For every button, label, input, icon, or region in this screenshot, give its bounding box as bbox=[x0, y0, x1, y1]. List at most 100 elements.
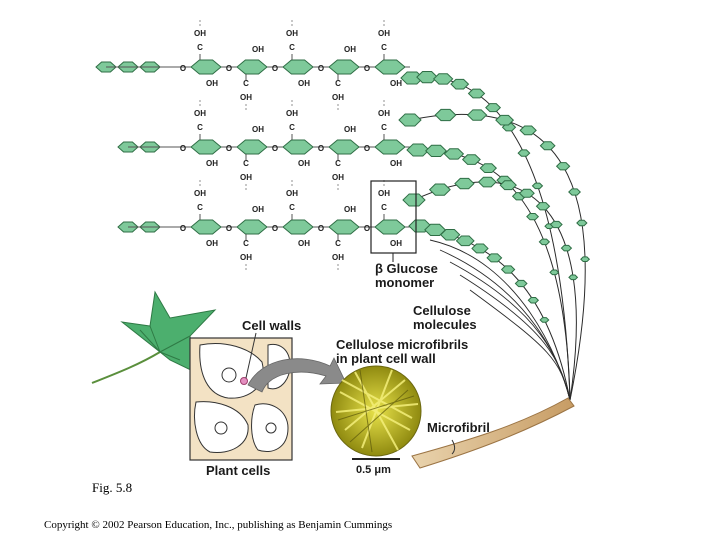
microfibril-label: Microfibril bbox=[427, 420, 490, 435]
glucose-ring bbox=[328, 139, 360, 155]
oxygen-atom: O bbox=[226, 224, 232, 233]
glucose-ring bbox=[580, 256, 591, 263]
figure-caption: Fig. 5.8 bbox=[92, 480, 133, 495]
glucose-ring bbox=[434, 108, 457, 122]
glucose-ring bbox=[526, 212, 540, 221]
glucose-ring bbox=[443, 148, 465, 160]
carbon-atom: C bbox=[197, 203, 203, 212]
carbon-atom: C bbox=[381, 123, 387, 132]
hydroxyl-group: OH bbox=[332, 173, 344, 182]
glucose-ring bbox=[398, 113, 422, 127]
fanning-cellulose-molecules bbox=[398, 70, 591, 401]
glucose-ring bbox=[568, 274, 579, 281]
hydroxyl-group: OH bbox=[378, 189, 390, 198]
glucose-ring bbox=[517, 149, 531, 157]
hydroxyl-group: OH bbox=[344, 205, 356, 214]
oxygen-atom: O bbox=[364, 144, 370, 153]
hydroxyl-group: OH bbox=[252, 205, 264, 214]
hydroxyl-group: OH bbox=[298, 239, 310, 248]
oxygen-atom: O bbox=[272, 64, 278, 73]
cellulose-molecule-strand bbox=[402, 176, 579, 401]
carbon-atom: C bbox=[381, 203, 387, 212]
glucose-ring bbox=[454, 177, 475, 190]
plant-cells-illustration bbox=[189, 337, 293, 461]
plant-cells-label: Plant cells bbox=[206, 463, 271, 478]
glucose-ring bbox=[519, 125, 537, 136]
magnification-arrow bbox=[247, 357, 347, 393]
glucose-ring bbox=[467, 88, 486, 99]
glucose-ring bbox=[568, 188, 581, 196]
hydroxyl-group: OH bbox=[252, 45, 264, 54]
strand-line bbox=[413, 181, 577, 401]
beta-glucose-label: β Glucose bbox=[375, 261, 438, 276]
glucose-ring bbox=[549, 269, 560, 276]
glucose-ring bbox=[428, 183, 451, 196]
glucose-ring bbox=[538, 238, 551, 246]
microfibril-tube bbox=[411, 397, 575, 469]
oxygen-atom: O bbox=[272, 144, 278, 153]
hydroxyl-group: OH bbox=[206, 79, 218, 88]
glucose-ring bbox=[485, 103, 502, 113]
carbon-atom: C bbox=[243, 239, 249, 248]
carbon-atom: C bbox=[243, 79, 249, 88]
oxygen-atom: O bbox=[318, 224, 324, 233]
glucose-ring bbox=[531, 182, 544, 190]
hydroxyl-group: OH bbox=[252, 125, 264, 134]
hydroxyl-group: OH bbox=[286, 109, 298, 118]
cellulose-molecules-label-line2: molecules bbox=[413, 317, 477, 332]
carbon-atom: C bbox=[381, 43, 387, 52]
carbon-atom: C bbox=[289, 123, 295, 132]
oxygen-atom: O bbox=[364, 224, 370, 233]
converging-molecule-line bbox=[459, 274, 571, 401]
glucose-ring bbox=[374, 219, 406, 235]
cellulose-molecules-label-line1: Cellulose bbox=[413, 303, 471, 318]
glucose-ring bbox=[374, 59, 406, 75]
oxygen-atom: O bbox=[318, 144, 324, 153]
glucose-ring bbox=[236, 219, 268, 235]
carbon-atom: C bbox=[289, 43, 295, 52]
carbon-atom: C bbox=[335, 239, 341, 248]
glucose-ring bbox=[535, 202, 551, 211]
scale-bar-label: 0.5 μm bbox=[356, 464, 391, 476]
hydroxyl-group: OH bbox=[240, 173, 252, 182]
oxygen-atom: O bbox=[364, 64, 370, 73]
glucose-ring bbox=[282, 139, 314, 155]
glucose-ring bbox=[576, 219, 588, 227]
glucose-ring bbox=[282, 219, 314, 235]
glucose-ring bbox=[466, 109, 488, 121]
glucose-ring bbox=[560, 244, 573, 252]
glucose-ring bbox=[486, 253, 503, 263]
carbon-atom: C bbox=[197, 123, 203, 132]
hydroxyl-group: OH bbox=[390, 79, 402, 88]
cellulose-molecule-strand bbox=[398, 108, 591, 401]
converging-molecule-line bbox=[469, 289, 571, 401]
glucose-ring bbox=[282, 59, 314, 75]
glucose-ring bbox=[477, 176, 497, 188]
hydroxyl-group: OH bbox=[286, 29, 298, 38]
carbon-atom: C bbox=[197, 43, 203, 52]
carbon-atom: C bbox=[243, 159, 249, 168]
cellulose-molecule-strand bbox=[408, 219, 571, 401]
microfibrils-micrograph bbox=[330, 365, 422, 457]
hydroxyl-group: OH bbox=[378, 29, 390, 38]
glucose-ring bbox=[527, 296, 540, 304]
hydroxyl-group: OH bbox=[390, 239, 402, 248]
carbon-atom: C bbox=[335, 79, 341, 88]
glucose-ring bbox=[495, 114, 515, 126]
glucose-ring bbox=[455, 235, 475, 247]
microfibril-pointer bbox=[451, 439, 456, 455]
glucose-ring bbox=[479, 163, 498, 174]
glucose-ring bbox=[425, 144, 447, 158]
cellulose-chains: O C OH OH O C OH OH O C OH OH O C OH OH O C OH OH O C OH OH O C OH… bbox=[95, 20, 410, 272]
glucose-ring bbox=[236, 139, 268, 155]
cellulose-molecule-strand bbox=[400, 70, 571, 401]
glucose-ring bbox=[471, 243, 489, 254]
oxygen-atom: O bbox=[180, 64, 186, 73]
hydroxyl-group: OH bbox=[240, 253, 252, 262]
glucose-ring bbox=[500, 265, 516, 274]
